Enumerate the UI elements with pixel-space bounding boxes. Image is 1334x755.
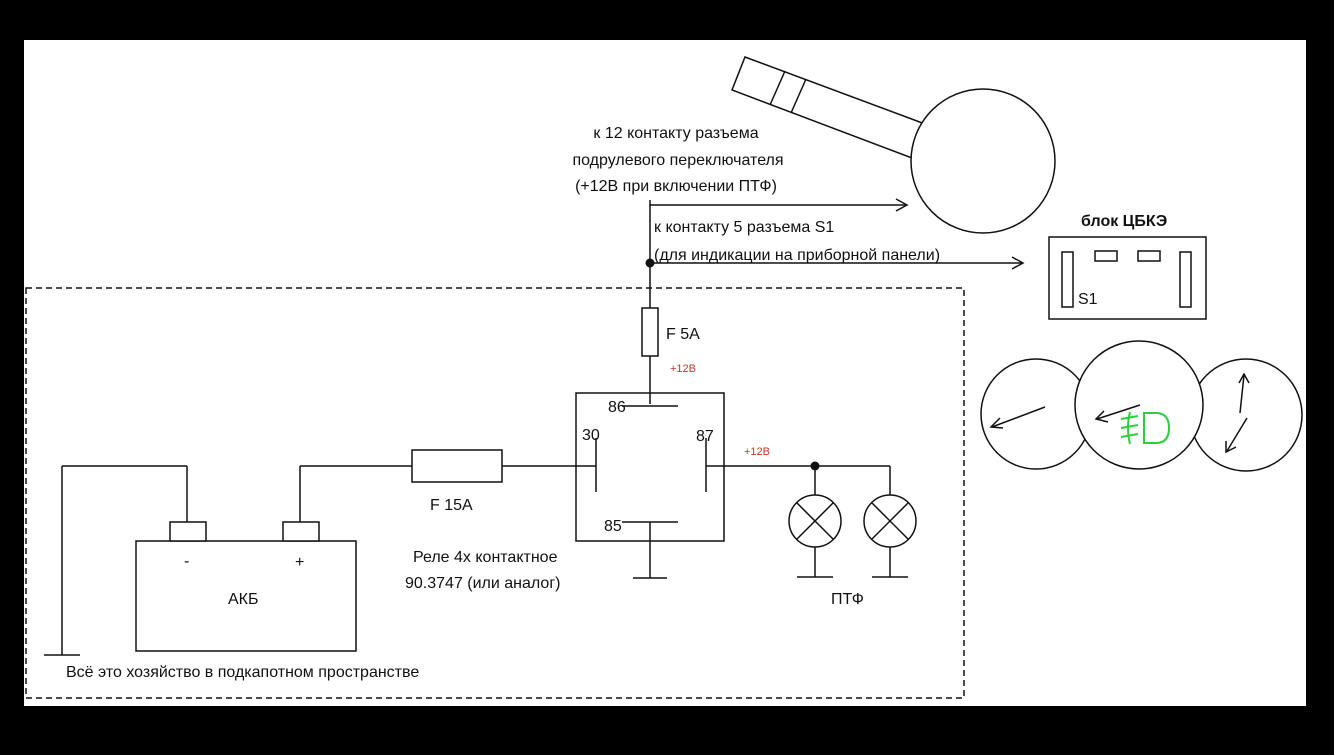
switch-note-line-2: подрулевого переключателя [572,152,783,169]
fog-light-indicator-icon [1120,411,1171,445]
steering-stalk-icon [731,56,1056,234]
pin-87-label: 87 [696,428,714,445]
fuse-15a [411,449,503,483]
junction-dot [645,258,655,268]
battery [135,521,357,652]
plus12-right-label: +12В [744,446,770,458]
fuse-5a-label: F 5A [666,326,700,343]
s1-note-line-1: к контакту 5 разъема S1 [654,219,834,236]
relay-label-line-2: 90.3747 (или аналог) [405,575,560,592]
pin-86-label: 86 [608,399,626,416]
pin-85-label: 85 [604,518,622,535]
wires [44,200,1022,656]
pin-30-label: 30 [582,427,600,444]
s1-label: S1 [1078,291,1098,308]
under-hood-caption: Всё это хозяйство в подкапотном простран… [66,664,419,681]
lamp-icon [863,494,917,548]
fuse-15a-label: F 15A [430,497,473,514]
arrow-to-switch-icon [895,198,909,212]
gauge-needle-icon [989,372,1250,454]
instrument-cluster [980,340,1303,472]
cbke-block [1048,236,1207,320]
battery-minus-terminal [169,521,207,542]
fuse-5a [641,307,659,357]
switch-note-line-3: (+12В при включении ПТФ) [575,178,777,195]
switch-note-line-1: к 12 контакту разъема [593,125,758,142]
battery-plus-terminal [282,521,320,542]
under-hood-boundary [25,287,965,699]
battery-plus-label: + [295,554,304,571]
plus12-top-label: +12В [670,363,696,375]
arrow-to-s1-icon [1011,256,1025,270]
fog-lights-label: ПТФ [831,591,864,608]
junction-dot [810,461,820,471]
battery-label: АКБ [228,591,259,608]
battery-minus-label: - [184,553,189,570]
cbke-title: блок ЦБКЭ [1081,213,1167,230]
lamp-icon [788,494,842,548]
s1-note-line-2: (для индикации на приборной панели) [654,247,940,264]
relay-box [575,392,725,542]
relay-label-line-1: Реле 4х контактное [413,549,558,566]
